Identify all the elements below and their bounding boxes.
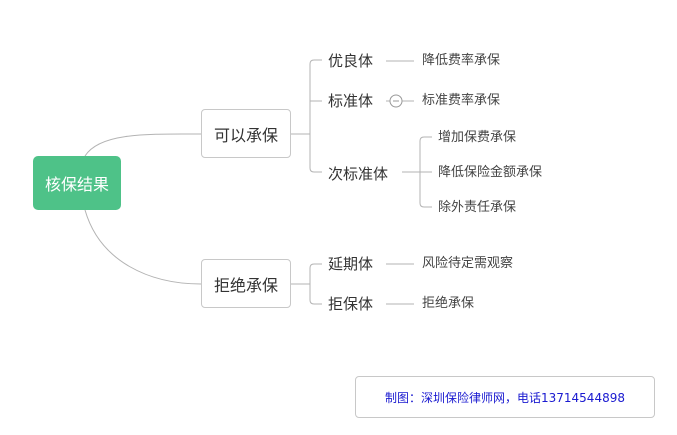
connector-sub-bottom: [419, 202, 432, 208]
branch-reject[interactable]: 拒绝承保: [201, 259, 291, 308]
connector-decline: [309, 299, 322, 305]
connector-sub-top: [419, 136, 432, 142]
credit-text: 制图：深圳保险律师网，电话13714544898: [385, 390, 625, 405]
root-node[interactable]: 核保结果: [33, 156, 121, 210]
node-substandard[interactable]: 次标准体: [328, 165, 389, 183]
branch-accept-label: 可以承保: [213, 125, 278, 145]
leaf-exclusion[interactable]: 除外责任承保: [438, 200, 517, 215]
connector-root-accept: [84, 133, 202, 157]
leaf-standard-rate[interactable]: 标准费率承保: [422, 93, 501, 108]
node-postpone[interactable]: 延期体: [328, 255, 374, 273]
node-preferred[interactable]: 优良体: [328, 52, 374, 70]
leaf-lower-rate[interactable]: 降低费率承保: [422, 53, 501, 68]
node-standard[interactable]: 标准体: [328, 92, 374, 110]
connector-postpone-top: [309, 263, 322, 269]
branch-accept[interactable]: 可以承保: [201, 109, 291, 158]
credit-box: 制图：深圳保险律师网，电话13714544898: [355, 376, 655, 418]
leaf-extra-premium[interactable]: 增加保费承保: [438, 130, 517, 145]
leaf-reduced-amount[interactable]: 降低保险金额承保: [438, 165, 543, 180]
node-decline[interactable]: 拒保体: [328, 295, 374, 313]
leaf-decline[interactable]: 拒绝承保: [422, 296, 475, 311]
connector-substandard: [309, 167, 322, 173]
root-label: 核保结果: [44, 175, 109, 194]
branch-reject-label: 拒绝承保: [213, 275, 278, 295]
connector-root-reject: [84, 209, 202, 285]
leaf-risk-observe[interactable]: 风险待定需观察: [422, 256, 514, 271]
connector-preferred-top: [309, 59, 322, 65]
